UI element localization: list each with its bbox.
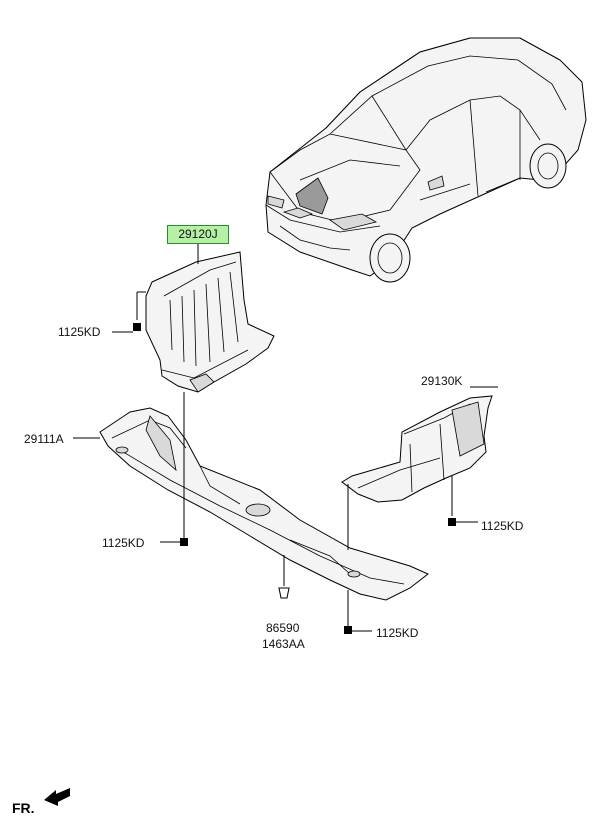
bolt-upper	[133, 291, 146, 331]
bolt-bottom	[344, 484, 352, 634]
bolt-right	[448, 476, 456, 526]
part-label-bolt-middle[interactable]: 1125KD	[102, 536, 145, 550]
part-label-bolt-upper[interactable]: 1125KD	[58, 325, 101, 339]
part-label-clip-code-1[interactable]: 86590	[266, 621, 300, 635]
part-label-upper-cover[interactable]: 29120J	[167, 225, 229, 244]
upper-cover-part	[145, 251, 275, 393]
part-label-bolt-right[interactable]: 1125KD	[481, 519, 524, 533]
part-label-clip-code-2[interactable]: 1463AA	[262, 637, 305, 651]
front-direction-label: FR.	[12, 800, 35, 816]
front-direction-arrow	[44, 788, 70, 806]
part-label-bolt-bottom[interactable]: 1125KD	[376, 626, 419, 640]
part-label-side-cover[interactable]: 29130K	[421, 374, 463, 388]
part-label-lower-cover[interactable]: 29111A	[24, 432, 64, 446]
clip-fastener	[278, 555, 290, 599]
car-illustration	[265, 37, 587, 283]
bolt-middle	[180, 392, 188, 546]
lower-cover-part	[99, 407, 429, 601]
side-cover-part	[341, 395, 493, 503]
